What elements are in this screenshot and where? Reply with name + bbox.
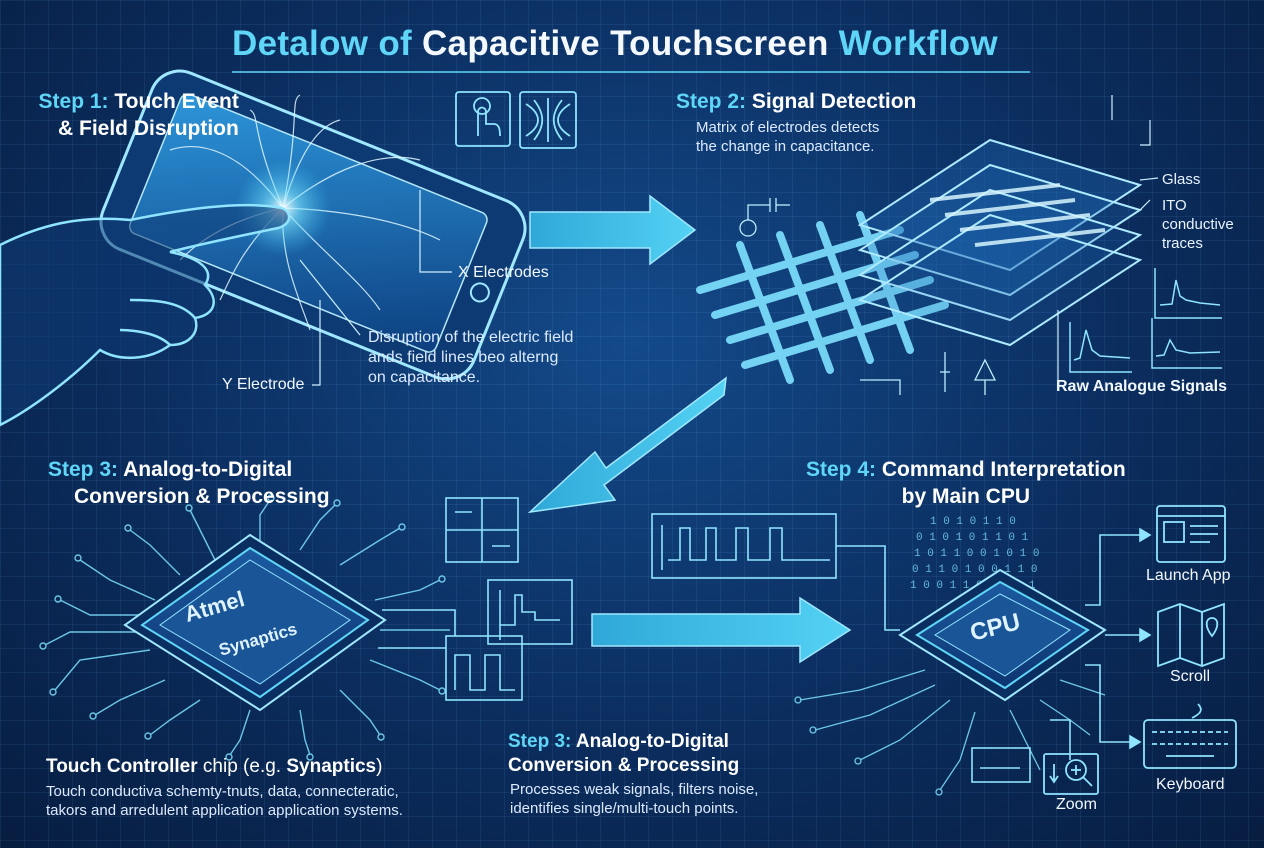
touch-controller-desc: Touch conductiva schemty-tnuts, data, co… bbox=[46, 783, 403, 819]
scroll-label: Scroll bbox=[1170, 668, 1211, 685]
cpu-signal-box bbox=[651, 513, 900, 631]
step2-desc: Matrix of electrodes detects the change … bbox=[696, 119, 880, 155]
arrow-step3-to-step4 bbox=[591, 596, 852, 664]
cpu-chip bbox=[898, 568, 1107, 702]
step3-heading-left: Step 3: Analog-to-Digital Conversion & P… bbox=[48, 458, 330, 508]
electrode-grid-circuit bbox=[739, 198, 997, 395]
cpu-output-lines bbox=[971, 527, 1152, 783]
svg-text:1 0 1 1 0 0 1 0 1 0: 1 0 1 1 0 0 1 0 1 0 bbox=[914, 548, 1039, 560]
glass-label: Glass bbox=[1162, 171, 1201, 188]
zoom-icon bbox=[1043, 753, 1099, 795]
field-lines-icon bbox=[519, 91, 577, 149]
keyboard-label: Keyboard bbox=[1156, 776, 1225, 793]
svg-text:1 0 1 0 1 1 0: 1 0 1 0 1 1 0 bbox=[930, 516, 1016, 528]
page-title: Detalow of Capacitive Touchscreen Workfl… bbox=[232, 24, 998, 63]
y-electrode-label: Y Electrode bbox=[222, 376, 305, 393]
touch-controller-chip bbox=[123, 533, 387, 712]
step2-heading: Step 2: Signal Detection bbox=[676, 90, 917, 113]
step2-leader-lines bbox=[1057, 95, 1159, 380]
waveform-boxes bbox=[378, 497, 573, 701]
map-scroll-icon bbox=[1157, 602, 1225, 668]
arrow-step2-to-step3 bbox=[527, 376, 727, 514]
ito-traces-label: ITO conductive traces bbox=[1162, 197, 1234, 252]
launch-app-label: Launch App bbox=[1146, 567, 1231, 584]
raw-signal-plots bbox=[1069, 268, 1222, 373]
step1-heading: Step 1: Touch Event & Field Disruption bbox=[38, 90, 239, 140]
ito-traces bbox=[929, 183, 1106, 247]
step4-heading: Step 4: Command Interpretation by Main C… bbox=[806, 458, 1126, 508]
x-electrodes-label: X Electrodes bbox=[458, 264, 549, 281]
launch-app-icon bbox=[1156, 505, 1226, 563]
step1-leader-lines bbox=[299, 190, 452, 386]
layer-stack bbox=[857, 138, 1143, 347]
chip-traces bbox=[39, 494, 450, 761]
touch-gesture-icon bbox=[455, 91, 511, 147]
zoom-label: Zoom bbox=[1056, 796, 1097, 813]
step3-heading-bottom: Step 3: Analog-to-Digital Conversion & P… bbox=[508, 731, 740, 776]
touch-controller-caption: Touch Controller chip (e.g. Synaptics) bbox=[46, 756, 383, 777]
hand-illustration bbox=[0, 203, 291, 427]
keyboard-icon bbox=[1143, 703, 1237, 769]
step3-bottom-desc: Processes weak signals, filters noise, i… bbox=[510, 781, 759, 817]
arrow-step1-to-step2 bbox=[529, 194, 697, 266]
svg-text:0 1 0 1 0 1 1 0 1: 0 1 0 1 0 1 1 0 1 bbox=[916, 532, 1029, 544]
svg-text:0 1 1 0 1 0 0 1 1 0: 0 1 1 0 1 0 0 1 1 0 bbox=[912, 564, 1037, 576]
raw-analogue-signals-label: Raw Analogue Signals bbox=[1056, 378, 1227, 395]
cpu-traces bbox=[794, 669, 1106, 796]
field-disruption-desc: Disruption of the electric field ands fi… bbox=[368, 329, 574, 386]
